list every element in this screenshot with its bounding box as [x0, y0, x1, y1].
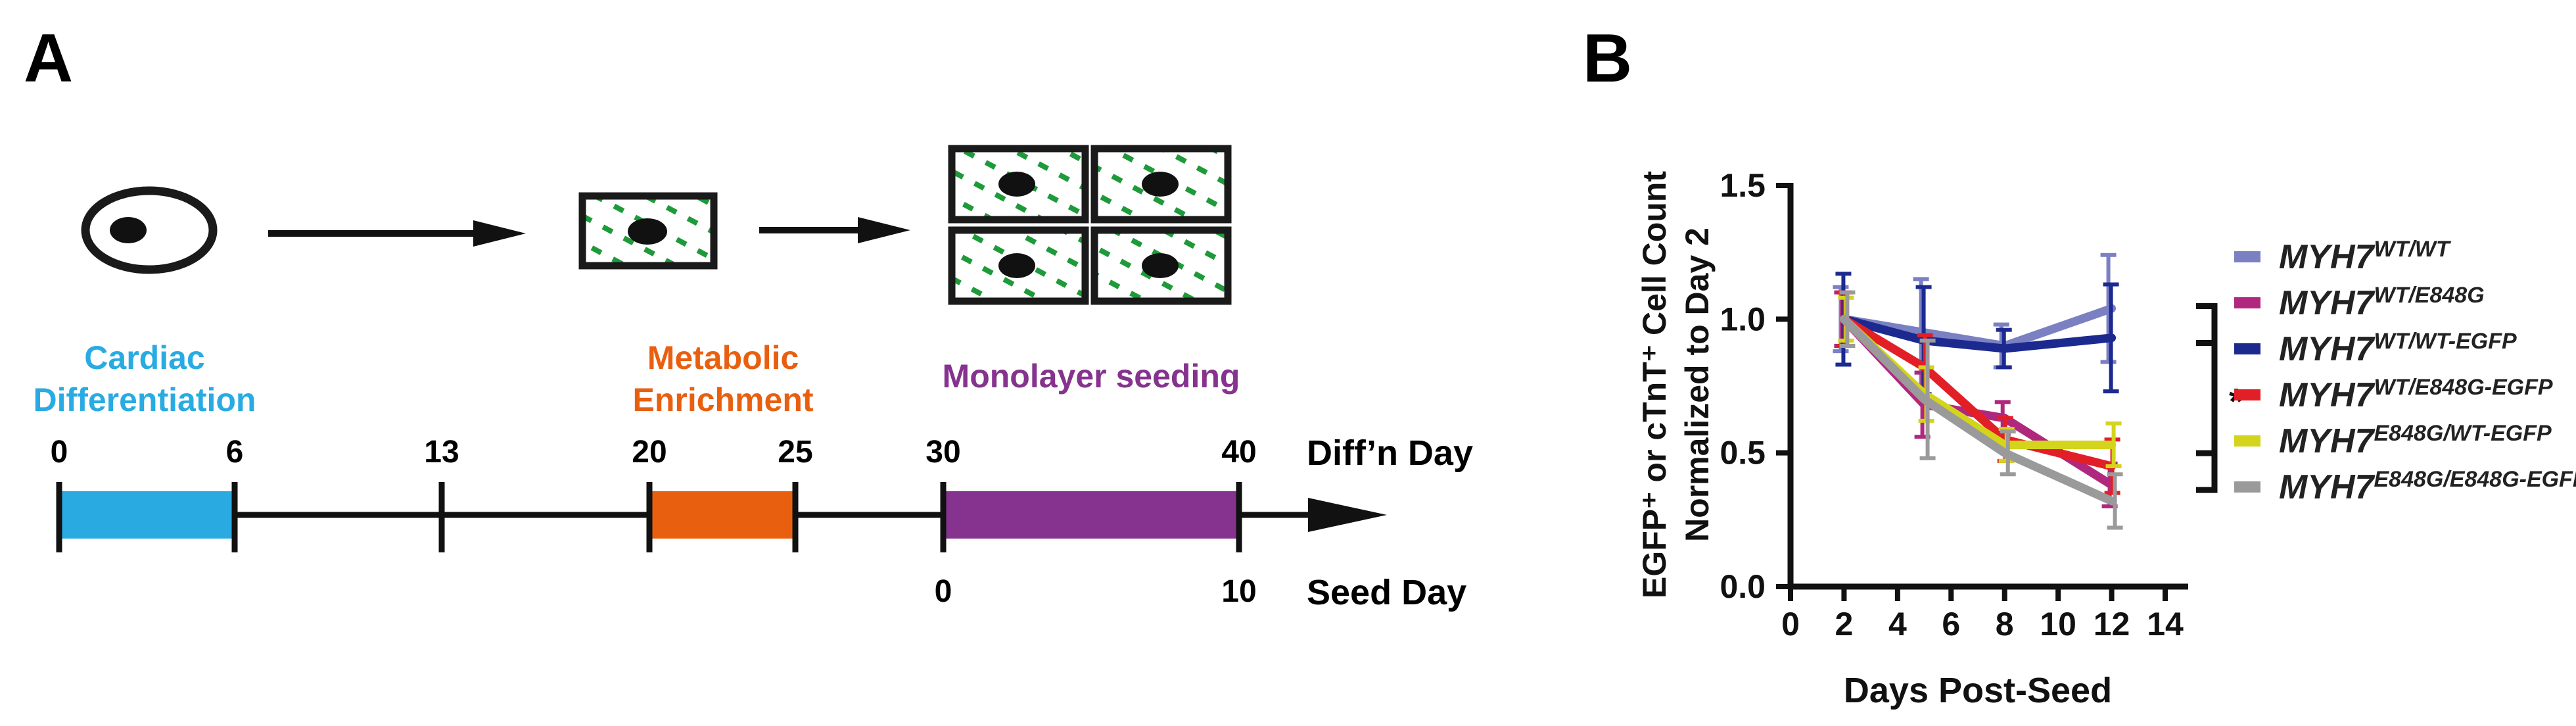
- x-tick-label: 6: [1942, 606, 1960, 642]
- cardiac-phase-bar: [59, 491, 235, 539]
- series-line: [1839, 314, 2117, 471]
- legend-swatch: [2234, 435, 2260, 447]
- y-tick-label: 1.0: [1720, 301, 1766, 337]
- metabolic-enrichment-label: Metabolic Enrichment: [592, 337, 855, 421]
- legend-gene-name: MYH7: [2279, 284, 2376, 322]
- x-tick-label: 14: [2147, 606, 2184, 642]
- seed-day-tick: 0: [934, 574, 952, 609]
- legend-genotype: WT/WT-EGFP: [2374, 329, 2517, 354]
- legend-label: MYH7WT/E848G-EGFP: [2279, 375, 2553, 414]
- metabolic-label-line2: Enrichment: [632, 381, 814, 418]
- timeline-axis: [56, 482, 1387, 552]
- legend-label: MYH7E848G/WT-EGFP: [2279, 421, 2552, 460]
- series-wt-wt-egfp: [1835, 272, 2119, 397]
- legend-genotype: E848G/WT-EGFP: [2374, 421, 2551, 446]
- monolayer-phase-bar: [943, 491, 1239, 539]
- legend-gene-name: MYH7: [2279, 376, 2376, 414]
- y-tick-label: 0.0: [1720, 568, 1766, 605]
- legend-gene-name: MYH7: [2279, 468, 2376, 506]
- arrow-right-icon: [268, 220, 526, 247]
- cardiac-differentiation-label: Cardiac Differentiation: [13, 337, 276, 421]
- metabolic-label-line1: Metabolic: [647, 339, 799, 376]
- legend-swatch: [2234, 481, 2260, 493]
- legend-gene-name: MYH7: [2279, 422, 2376, 460]
- legend-swatch: [2234, 343, 2260, 354]
- legend-genotype: E848G/E848G-EGFP: [2374, 467, 2576, 492]
- data-point: [2109, 442, 2115, 448]
- cardiomyocyte-icon: [578, 192, 718, 270]
- cardiac-label-line1: Cardiac: [84, 339, 205, 376]
- metabolic-phase-bar: [649, 491, 795, 539]
- series-wt-wt: [1833, 253, 2117, 388]
- legend-genotype: WT/E848G: [2374, 283, 2484, 308]
- panel-a-letter: A: [24, 20, 74, 97]
- x-tick-label: 4: [1888, 606, 1907, 642]
- timeline-schematic: [56, 145, 1387, 552]
- diff-day-tick: 13: [424, 435, 459, 470]
- data-point: [2002, 346, 2007, 352]
- legend-label: MYH7WT/WT-EGFP: [2279, 329, 2517, 368]
- diff-day-tick: 25: [778, 435, 813, 470]
- x-tick-label: 0: [1781, 606, 1800, 642]
- monolayer-cells-icon: [948, 145, 1232, 305]
- diff-day-tick: 30: [925, 435, 961, 470]
- legend-gene-name: MYH7: [2279, 330, 2376, 368]
- legend-swatch: [2234, 297, 2260, 308]
- series-line: [1839, 314, 2117, 353]
- diff-day-tick: 0: [50, 435, 68, 470]
- series-line: [1839, 314, 2117, 506]
- arrow-right-icon: [759, 217, 910, 243]
- legend-genotype: WT/WT: [2374, 237, 2451, 262]
- seed-day-tick: 10: [1221, 574, 1257, 609]
- x-tick-label: 2: [1835, 606, 1854, 642]
- x-tick-label: 8: [1996, 606, 2014, 642]
- series-e848g-e848g-egfp: [1839, 290, 2123, 530]
- legend-gene-name: MYH7: [2279, 238, 2376, 276]
- x-axis-label: Days Post-Seed: [1844, 671, 2112, 710]
- diff-day-tick: 20: [632, 435, 667, 470]
- legend-swatch: [2234, 389, 2260, 400]
- data-point: [1841, 316, 1847, 322]
- data-point: [1921, 397, 1927, 402]
- significance-asterisk: *: [2229, 380, 2243, 422]
- legend-label: MYH7WT/WT: [2279, 237, 2452, 276]
- cardiac-label-line2: Differentiation: [33, 381, 256, 418]
- y-tick-label: 1.5: [1720, 167, 1766, 204]
- data-point: [2002, 450, 2007, 456]
- seed-day-label: Seed Day: [1307, 573, 1467, 612]
- round-stem-cell-icon: [81, 186, 218, 274]
- x-tick-label: 10: [2040, 606, 2076, 642]
- y-tick-label: 0.5: [1720, 435, 1766, 472]
- legend-swatch: [2234, 251, 2260, 262]
- monolayer-seeding-label: Monolayer seeding: [942, 358, 1240, 395]
- legend-label: MYH7WT/E848G: [2279, 283, 2485, 322]
- diff-day-tick: 40: [1221, 435, 1257, 470]
- data-point: [2109, 498, 2115, 504]
- data-point: [2109, 335, 2115, 341]
- x-tick-label: 12: [2094, 606, 2130, 642]
- legend-label: MYH7E848G/E848G-EGFP: [2279, 467, 2576, 506]
- y-axis-label-line1: EGFP⁺ or cTnT⁺ Cell Count: [1636, 171, 1673, 598]
- y-axis-label-line2: Normalized to Day 2: [1679, 228, 1716, 542]
- diff-day-label: Diff’n Day: [1307, 433, 1473, 473]
- diff-day-tick: 6: [225, 435, 244, 470]
- legend-genotype: WT/E848G-EGFP: [2374, 375, 2552, 400]
- panel-b-letter: B: [1583, 20, 1633, 97]
